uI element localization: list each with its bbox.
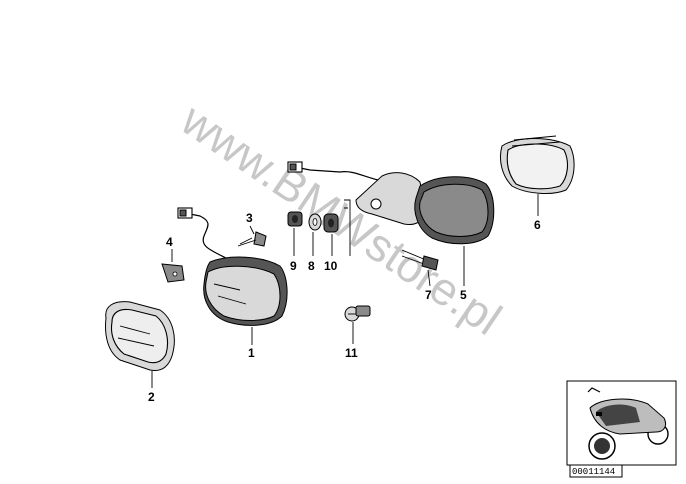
motorcycle-icon xyxy=(587,387,669,460)
label-part-6: 6 xyxy=(534,218,541,232)
part-4-clip[interactable] xyxy=(161,263,185,283)
part-11-bulb[interactable] xyxy=(344,305,371,322)
label-part-8: 8 xyxy=(308,259,315,273)
wire-harness-right xyxy=(287,161,379,181)
diagram-code: 00011144 xyxy=(572,467,615,477)
label-part-5: 5 xyxy=(460,288,467,302)
part-9-grommet[interactable] xyxy=(287,211,303,227)
part-7-bolt[interactable] xyxy=(401,249,439,271)
part-1-housing[interactable] xyxy=(203,256,288,326)
label-part-2: 2 xyxy=(148,390,155,404)
label-part-11: 11 xyxy=(345,346,358,360)
label-part-1: 1 xyxy=(248,346,255,360)
label-part-9: 9 xyxy=(290,259,297,273)
leader-lines xyxy=(151,194,539,388)
label-part-4: 4 xyxy=(166,235,173,249)
label-part-7: 7 xyxy=(425,288,432,302)
part-3-screw[interactable] xyxy=(237,231,267,247)
bracket-lines xyxy=(344,199,351,256)
label-part-3: 3 xyxy=(246,211,253,225)
part-10-spacer[interactable] xyxy=(323,213,339,233)
part-5-indicator-arm[interactable] xyxy=(355,172,495,245)
part-8-washer[interactable] xyxy=(308,213,322,231)
thumbnail-inset: 00011144 xyxy=(566,380,677,478)
part-6-lens[interactable] xyxy=(499,135,575,194)
label-part-10: 10 xyxy=(324,259,338,273)
part-2-lens[interactable] xyxy=(105,301,175,371)
wire-harness-left xyxy=(177,207,227,259)
